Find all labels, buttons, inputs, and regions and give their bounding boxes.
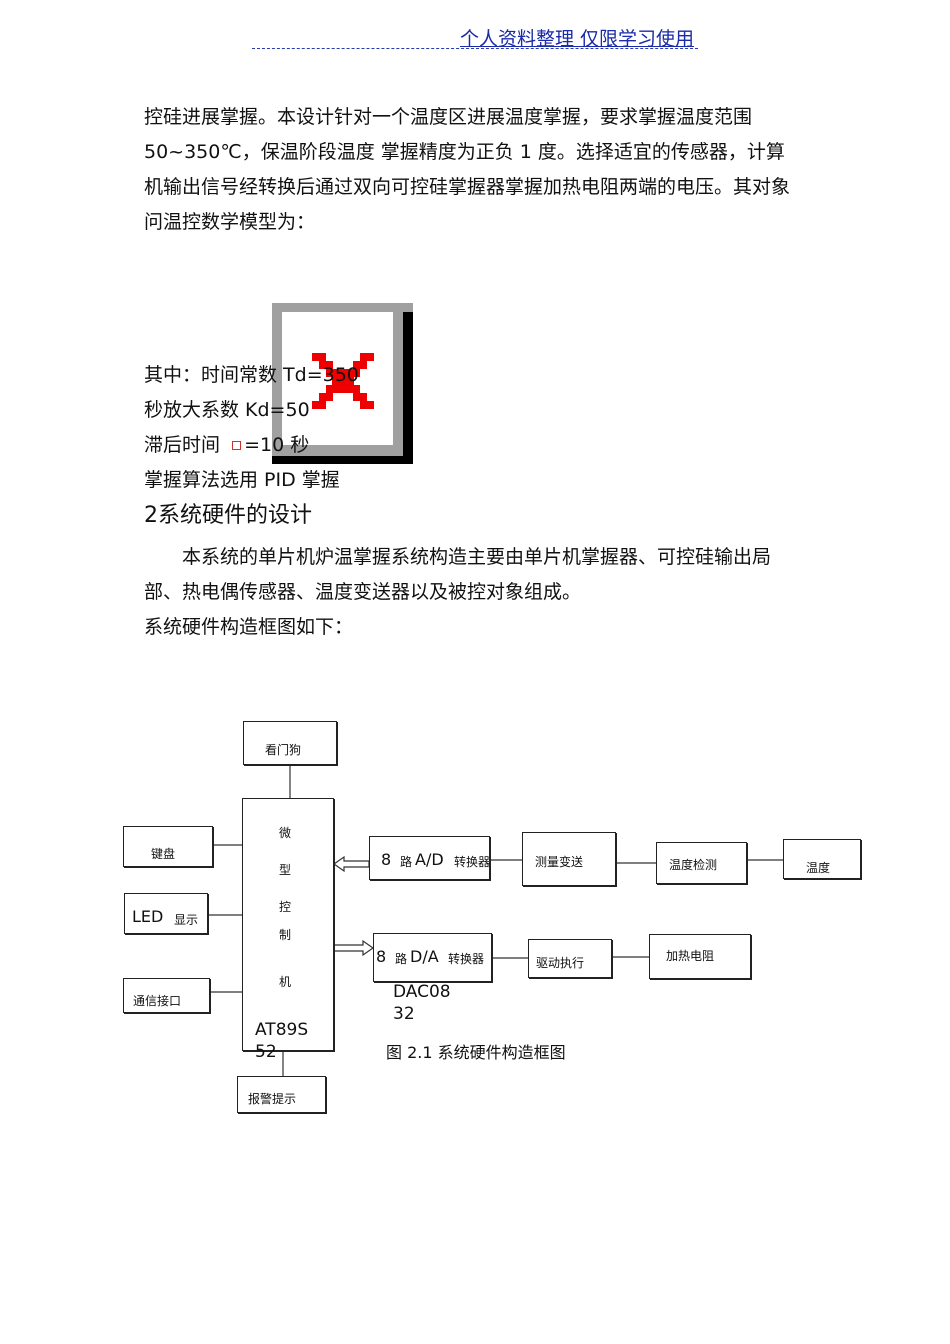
ad-route: 路 — [400, 855, 413, 869]
da-eight: 8 — [376, 947, 387, 966]
mcu-char: 微 — [279, 826, 292, 840]
temperature-box: 温度 — [783, 839, 861, 879]
mcu-box: 微 型 控 制 机 AT89S 52 — [242, 798, 334, 1062]
heater-box: 加热电阻 — [649, 934, 751, 979]
figure-caption: 图 2.1 系统硬件构造框图 — [386, 1043, 566, 1062]
da-converter-box: 8 路 D/A 转换器 — [373, 933, 492, 982]
mcu-char: 机 — [279, 975, 292, 989]
led-display-box: LED 显示 — [124, 893, 208, 934]
param-gain: 秒放大系数 Kd=50 — [144, 399, 310, 421]
ad-type: A/D — [415, 850, 444, 869]
measure-transmitter-box: 测量变送 — [522, 832, 616, 886]
mcu-char: 制 — [279, 928, 292, 942]
dac-model: DAC08 32 — [393, 981, 451, 1025]
comm-interface-box: 通信接口 — [123, 978, 210, 1013]
comm-label: 通信接口 — [133, 994, 182, 1008]
da-converter-label: 转换器 — [448, 952, 485, 966]
display-label: 显示 — [174, 913, 199, 927]
watchdog-box: 看门狗 — [243, 721, 337, 765]
param-delay-prefix: 滞后时间 — [144, 434, 221, 456]
temp-detect-label: 温度检测 — [669, 858, 718, 872]
diagram-intro: 系统硬件构造框图如下： — [144, 616, 354, 638]
temp-detect-box: 温度检测 — [656, 842, 747, 884]
da-type: D/A — [410, 947, 439, 966]
intro-paragraph: 控硅进展掌握。本设计针对一个温度区进展温度掌握，要求掌握温度范围 50~350℃… — [144, 100, 804, 240]
ad-eight: 8 — [381, 850, 392, 869]
ad-converter-label: 转换器 — [454, 855, 491, 869]
heater-label: 加热电阻 — [666, 949, 715, 963]
led-label: LED — [132, 907, 164, 926]
mcu-model: AT89S 52 — [255, 1019, 308, 1063]
da-route: 路 — [395, 952, 408, 966]
broken-image — [272, 303, 413, 464]
alarm-box: 报警提示 — [237, 1076, 326, 1113]
keyboard-label: 键盘 — [151, 847, 176, 861]
ad-converter-box: 8 路 A/D 转换器 — [369, 836, 490, 880]
param-algorithm: 掌握算法选用 PID 掌握 — [144, 469, 340, 491]
driver-box: 驱动执行 — [528, 939, 612, 978]
broken-image-icon — [272, 303, 413, 464]
driver-label: 驱动执行 — [536, 956, 585, 970]
page-header: 个人资料整理 仅限学习使用 — [252, 22, 698, 50]
alarm-label: 报警提示 — [248, 1092, 297, 1106]
intro-line: 机输出信号经转换后通过双向可控硅掌握器掌握加热电阻两端的电压。其对象 — [144, 176, 791, 198]
mcu-char: 控 — [279, 900, 292, 914]
body-line: 本系统的单片机炉温掌握系统构造主要由单片机掌握器、可控硅输出局 — [182, 546, 772, 568]
mcu-char: 型 — [279, 863, 292, 877]
intro-line: 控硅进展掌握。本设计针对一个温度区进展温度掌握，要求掌握温度范围 — [144, 106, 753, 128]
param-delay-suffix: =10 秒 — [244, 434, 310, 456]
param-delay: 滞后时间 =10 秒 — [144, 430, 309, 457]
tau-image-icon — [232, 441, 242, 450]
header-text: 个人资料整理 仅限学习使用 — [459, 28, 694, 50]
intro-line: 问温控数学模型为： — [144, 211, 316, 233]
temperature-label: 温度 — [806, 861, 831, 875]
mcu-model-line2: 52 — [255, 1042, 277, 1062]
watchdog-label: 看门狗 — [265, 743, 302, 757]
section-heading: 2系统硬件的设计 — [144, 503, 312, 528]
intro-line: 50~350℃，保温阶段温度 掌握精度为正负 1 度。选择适宜的传感器，计算 — [144, 141, 785, 163]
measure-label: 测量变送 — [535, 855, 584, 869]
param-time-constant: 其中：时间常数 Td=350 — [144, 364, 359, 386]
dac-model-line1: DAC08 — [393, 982, 451, 1002]
section-body: 本系统的单片机炉温掌握系统构造主要由单片机掌握器、可控硅输出局 部、热电偶传感器… — [144, 540, 804, 645]
dac-model-line2: 32 — [393, 1004, 415, 1024]
keyboard-box: 键盘 — [123, 826, 213, 867]
body-line: 部、热电偶传感器、温度变送器以及被控对象组成。 — [144, 581, 582, 603]
mcu-model-line1: AT89S — [255, 1020, 309, 1040]
